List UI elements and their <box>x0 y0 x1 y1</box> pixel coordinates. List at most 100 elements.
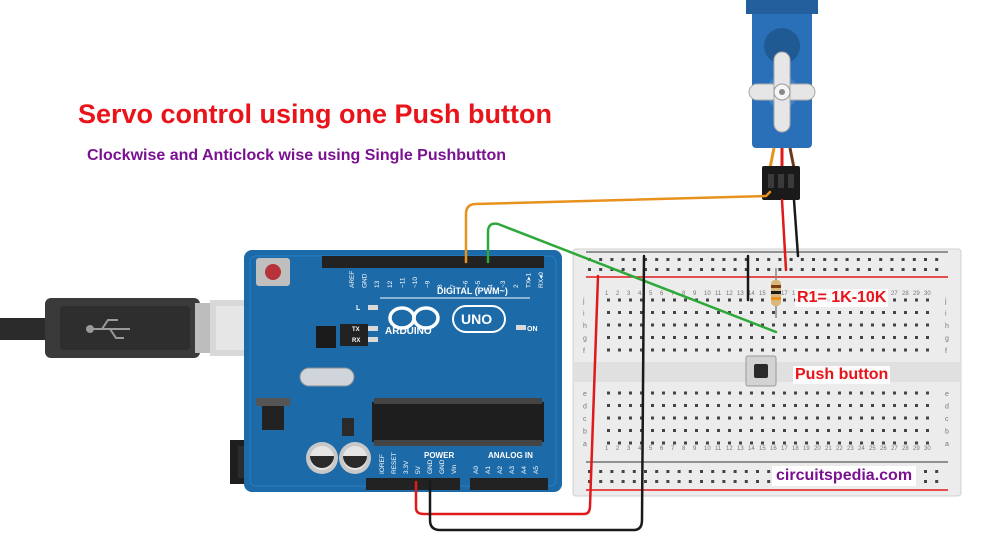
bottom-row-e-label: e <box>945 391 949 398</box>
analog-pin-label: A4 <box>521 466 528 474</box>
power-pin-label: GND <box>439 459 446 474</box>
column-number-label: 23 <box>847 446 854 452</box>
atmega-chip <box>372 402 544 442</box>
column-number-label: 13 <box>737 291 744 297</box>
column-number-label: 3 <box>627 446 631 452</box>
column-number-label: 2 <box>616 291 620 297</box>
column-number-label: 30 <box>924 291 931 297</box>
analog-pin-label: A2 <box>497 466 504 474</box>
tx-led-label: TX <box>352 327 360 333</box>
wire-black-servo-gnd <box>792 198 800 258</box>
bottom-row-d-label: d <box>945 404 949 411</box>
l-led-label: L <box>356 305 361 312</box>
power-header-label: POWER <box>424 451 454 460</box>
arduino-logo <box>388 306 440 330</box>
column-number-label: 27 <box>891 291 898 297</box>
column-number-label: 10 <box>704 291 711 297</box>
column-number-label: 21 <box>825 446 832 452</box>
column-number-label: 18 <box>792 446 799 452</box>
column-number-label: 22 <box>836 446 843 452</box>
arduino-logo-text: ARDUINO <box>385 326 432 337</box>
column-number-label: 11 <box>715 291 722 297</box>
power-pin-label: IOREF <box>379 454 386 474</box>
digital-pin-label: GND <box>362 273 369 288</box>
resistor-r1 <box>771 268 781 318</box>
column-number-label: 5 <box>649 291 653 297</box>
bottom-row-b-label: b <box>583 429 587 436</box>
bottom-row-a-label: a <box>945 441 949 448</box>
digital-pin-label: ~9 <box>425 280 432 288</box>
digital-pin-label: ~5 <box>475 280 482 288</box>
column-number-label: 28 <box>902 291 909 297</box>
page-title: Servo control using one Push button <box>78 99 553 129</box>
top-row-j-label: j <box>582 298 585 305</box>
power-pin-label: Vin <box>451 464 458 474</box>
column-number-label: 6 <box>660 291 664 297</box>
digital-pin-label: TX▸1 <box>525 272 532 288</box>
column-number-label: 1 <box>605 291 609 297</box>
column-number-label: 27 <box>891 446 898 452</box>
digital-pin-label: 13 <box>374 280 381 288</box>
usb-icon <box>86 319 130 339</box>
top-row-f-label: f <box>583 348 585 355</box>
column-number-label: 13 <box>737 446 744 452</box>
digital-pin-label: 2 <box>513 284 520 288</box>
uno-badge <box>452 305 506 333</box>
column-number-label: 6 <box>660 446 664 452</box>
column-number-label: 8 <box>682 446 686 452</box>
digital-pin-label: RX◂0 <box>538 272 545 288</box>
column-number-label: 2 <box>616 446 620 452</box>
pushbutton-label: Push button <box>793 366 891 384</box>
power-pin-label: GND <box>427 459 434 474</box>
power-pin-label: RESET <box>391 452 398 474</box>
column-number-label: 8 <box>682 291 686 297</box>
power-pin-label: 3.3V <box>403 460 410 474</box>
column-number-label: 9 <box>693 291 697 297</box>
bottom-row-c-label: c <box>945 416 949 423</box>
arduino-uno-board <box>244 250 562 492</box>
servo-horn <box>748 51 816 133</box>
digital-pin-label: ~3 <box>500 280 507 288</box>
digital-pin-label: 7 <box>450 284 457 288</box>
digital-pin-label: 4 <box>488 284 495 288</box>
digital-pin-label: ~6 <box>462 280 469 288</box>
wires <box>414 190 800 532</box>
column-number-label: 9 <box>693 446 697 452</box>
top-row-i-label: i <box>583 311 585 318</box>
digital-pin-label: AREF <box>349 271 356 288</box>
column-number-label: 26 <box>880 446 887 452</box>
wire-black-gnd <box>428 254 646 532</box>
analog-header-label: ANALOG IN <box>488 451 533 460</box>
analog-pin-label: A0 <box>473 466 480 474</box>
column-number-label: 28 <box>902 446 909 452</box>
bottom-row-e-label: e <box>583 391 587 398</box>
column-number-label: 20 <box>814 446 821 452</box>
column-number-label: 15 <box>759 291 766 297</box>
column-number-label: 15 <box>759 446 766 452</box>
analog-pin-label: A3 <box>509 466 516 474</box>
column-number-label: 17 <box>781 291 788 297</box>
column-number-label: 14 <box>748 446 755 452</box>
digital-pin-label: ~10 <box>412 277 419 288</box>
bottom-row-d-label: d <box>583 404 587 411</box>
push-button <box>745 355 777 387</box>
uno-text: UNO <box>461 311 492 327</box>
column-number-label: 4 <box>638 291 642 297</box>
column-number-label: 4 <box>638 446 642 452</box>
top-row-j-label: j <box>944 298 947 305</box>
rx-led-label: RX <box>352 338 360 344</box>
bottom-row-c-label: c <box>583 416 587 423</box>
on-led-label: ON <box>527 326 538 333</box>
column-number-label: 14 <box>748 291 755 297</box>
top-row-g-label: g <box>583 336 587 343</box>
column-number-label: 7 <box>671 446 675 452</box>
column-number-label: 30 <box>924 446 931 452</box>
top-row-h-label: h <box>583 323 587 330</box>
column-number-label: 1 <box>605 446 609 452</box>
column-number-label: 25 <box>869 446 876 452</box>
top-row-h-label: h <box>945 323 949 330</box>
top-row-f-label: f <box>945 348 947 355</box>
bottom-row-b-label: b <box>945 429 949 436</box>
wire-orange-signal <box>464 190 772 264</box>
